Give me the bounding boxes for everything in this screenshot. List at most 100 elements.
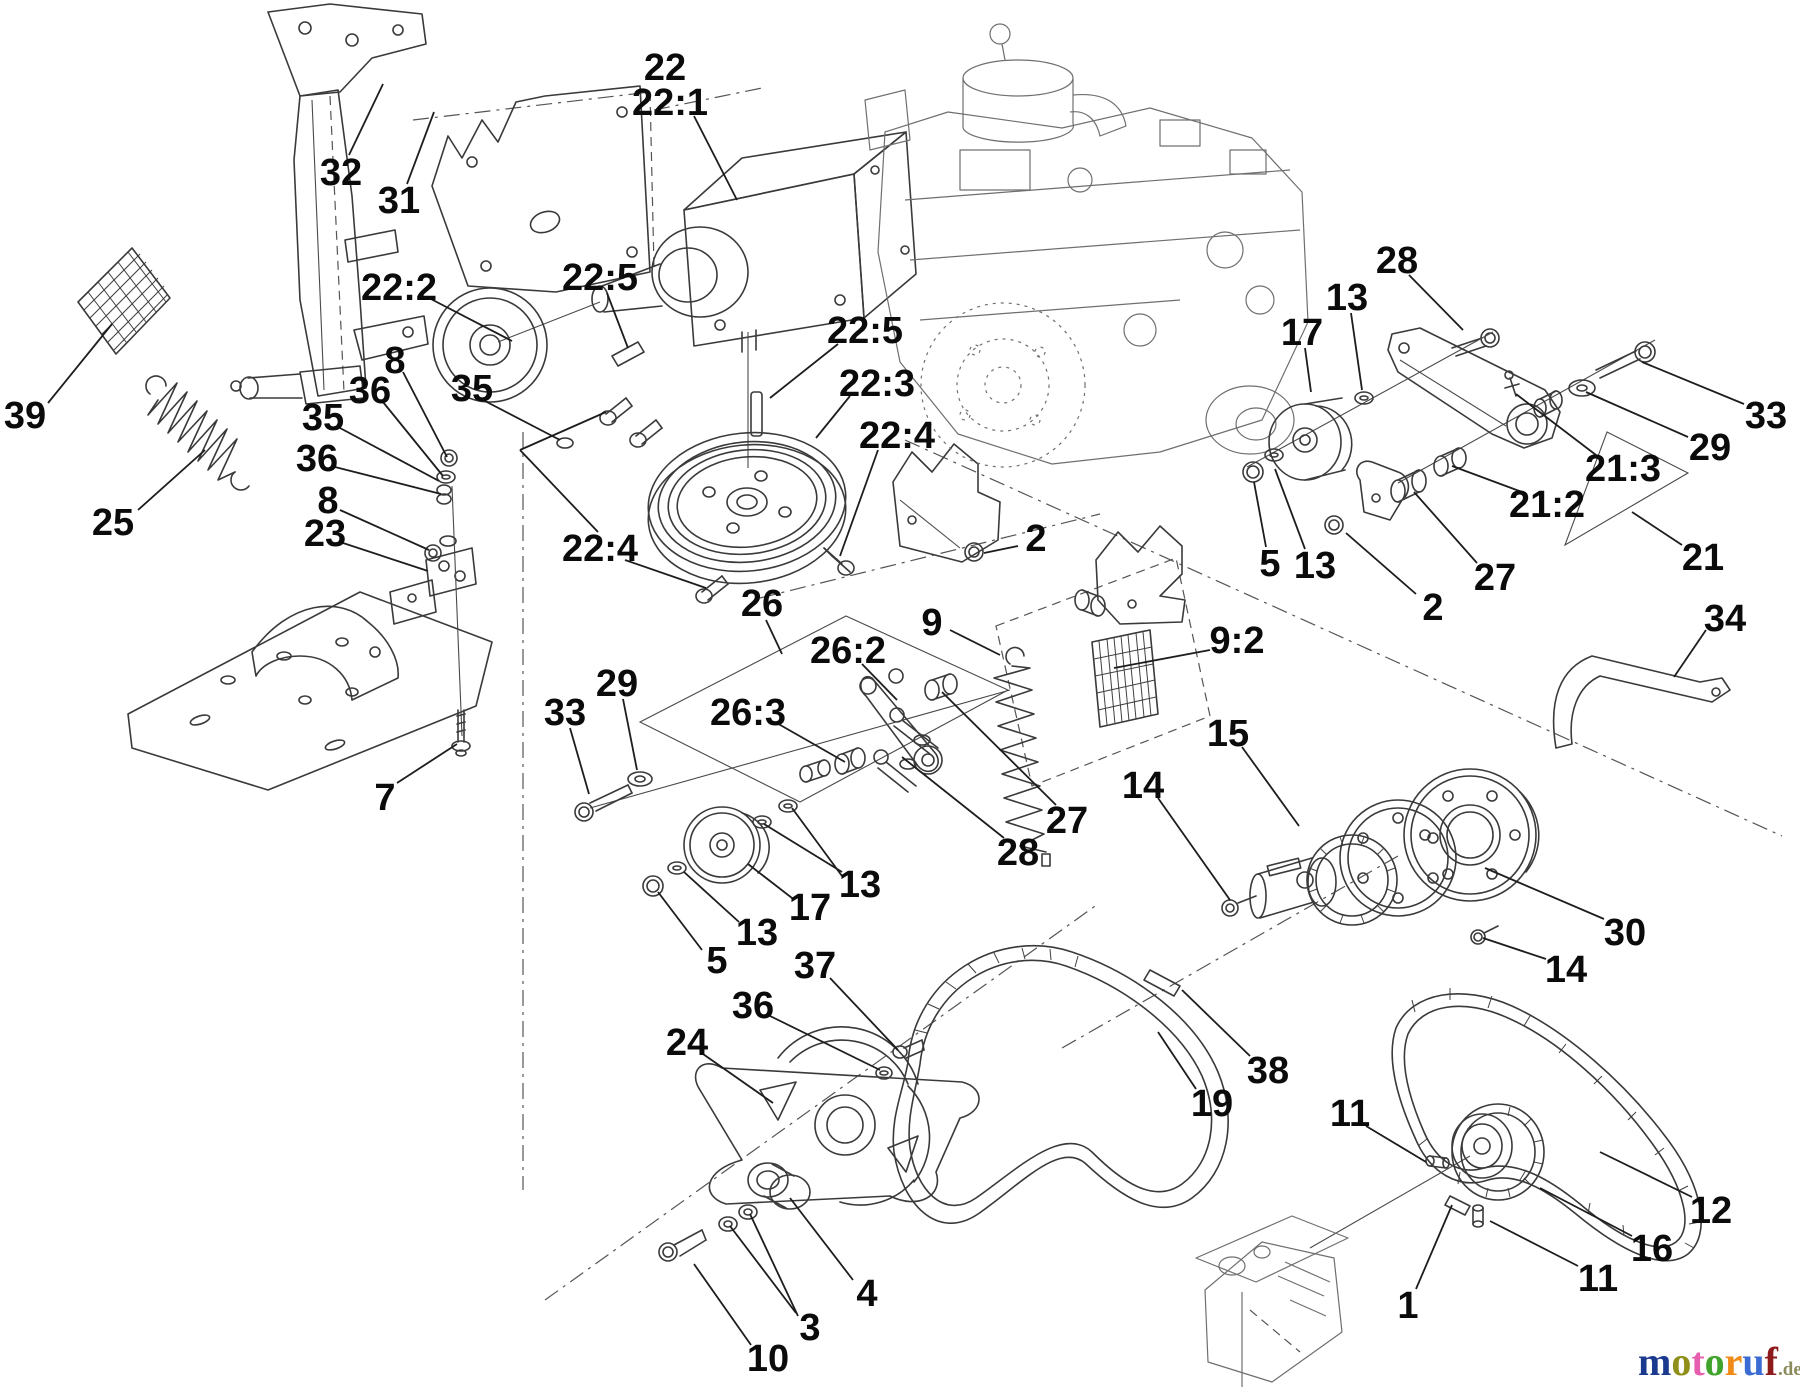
part-label: 33 [1745, 395, 1787, 437]
part-label: 21 [1682, 537, 1724, 579]
pulley-22-3 [647, 431, 847, 585]
part-label: 36 [732, 985, 774, 1027]
arm-21-group [1324, 327, 1690, 547]
leader-line [1489, 1220, 1579, 1267]
part-label: 16 [1631, 1228, 1673, 1270]
part-label: 8 [317, 480, 338, 522]
part-label: 22:1 [632, 82, 708, 124]
leader-line [749, 1213, 799, 1317]
part-label: 13 [1326, 277, 1368, 319]
belt-keeper-bracket-left [892, 443, 1001, 563]
leader-line [1157, 1031, 1197, 1090]
leader-line [406, 111, 435, 185]
part-label: 33 [544, 692, 586, 734]
part-label: 24 [666, 1022, 708, 1064]
part-label: 11 [1330, 1093, 1370, 1135]
part-label: 5 [1259, 543, 1280, 585]
leader-line [1515, 393, 1597, 456]
part-label: 9:2 [1210, 620, 1265, 662]
lever-arm-assembly [230, 3, 429, 405]
part-label: 22:2 [361, 267, 437, 309]
watermark-letter: r [1724, 1339, 1743, 1384]
clutch-group [1221, 799, 1457, 926]
part-label: 11 [1578, 1258, 1618, 1300]
leader-line [693, 1263, 752, 1346]
part-label: 29 [596, 663, 638, 705]
v-belt-19 [892, 944, 1229, 1224]
leader-line [747, 863, 793, 899]
leader-line [941, 691, 1057, 806]
watermark-letter: o [1704, 1339, 1725, 1384]
part-label: 35 [451, 368, 493, 410]
leader-line [1631, 511, 1683, 546]
part-label: 35 [302, 397, 344, 439]
part-label: 21:3 [1585, 448, 1661, 490]
tensioner-24-group [658, 1026, 980, 1262]
part-label: 3 [799, 1307, 820, 1349]
watermark-logo[interactable]: motoruf.de [1638, 1339, 1800, 1384]
leader-line [622, 698, 638, 771]
leader-line [1413, 491, 1478, 564]
part-label: 30 [1604, 912, 1646, 954]
flange-30 [1403, 768, 1540, 945]
part-label: 36 [296, 438, 338, 480]
leader-line [1181, 989, 1251, 1057]
leader-line [1673, 629, 1707, 678]
part-label: 17 [1281, 312, 1323, 354]
part-label: 28 [997, 832, 1039, 874]
leader-line [829, 977, 899, 1051]
leader-line [1484, 867, 1605, 920]
part-label: 26:3 [710, 692, 786, 734]
leader-line [693, 115, 738, 201]
pulley-22-2 [432, 287, 548, 403]
leader-line [839, 449, 879, 557]
ribbed-belt-12 [1391, 988, 1702, 1262]
watermark-letter: t [1691, 1339, 1705, 1384]
leader-line [1415, 1204, 1453, 1290]
part-label: 5 [706, 940, 727, 982]
leader-line [606, 292, 629, 349]
leader-line [1365, 1125, 1427, 1163]
watermark-letter: m [1638, 1339, 1672, 1384]
leader-line [428, 297, 513, 342]
part-label: 28 [1376, 240, 1418, 282]
leader-line [729, 1225, 797, 1314]
leader-line [402, 371, 448, 458]
part-label: 37 [794, 945, 836, 987]
part-label: 14 [1545, 949, 1587, 991]
belt-guide-34 [1552, 655, 1731, 749]
part-label: 9 [921, 602, 942, 644]
leader-line [1482, 937, 1547, 960]
part-label: 1 [1397, 1285, 1418, 1327]
leader-line [1304, 347, 1312, 393]
part-label: 31 [378, 180, 420, 222]
leader-line [1599, 1151, 1693, 1198]
rubber-pad [77, 247, 171, 355]
part-label: 13 [736, 912, 778, 954]
part-label: 36 [349, 370, 391, 412]
leader-line [769, 343, 839, 399]
mount-plate [431, 85, 655, 293]
part-label: 27 [1046, 800, 1088, 842]
part-label: 22:4 [859, 415, 935, 457]
leader-line [1274, 468, 1306, 550]
part-label: 23 [304, 513, 346, 555]
leader-line [983, 545, 1019, 554]
watermark-suffix: .de [1778, 1359, 1800, 1380]
leader-line [765, 619, 783, 655]
part-label: 22 [644, 47, 686, 89]
leader-line [949, 629, 1001, 656]
leader-lines-layer [47, 83, 1745, 1346]
part-label: 26:2 [810, 630, 886, 672]
watermark-letter: o [1671, 1339, 1692, 1384]
leader-line [569, 727, 590, 795]
leader-line [137, 449, 206, 511]
watermark-letter: u [1742, 1339, 1765, 1384]
part-label: 22:3 [839, 363, 915, 405]
part-label: 17 [789, 887, 831, 929]
part-label: 27 [1474, 557, 1516, 599]
leader-line [1253, 481, 1267, 548]
part-label: 15 [1207, 713, 1249, 755]
